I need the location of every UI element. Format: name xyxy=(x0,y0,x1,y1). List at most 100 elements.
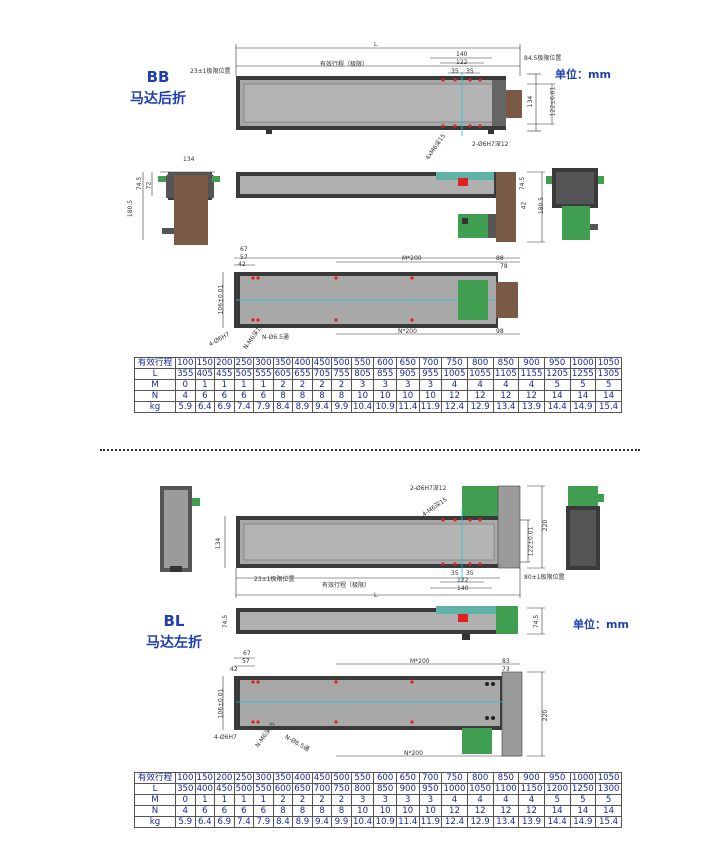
table-cell: 2 xyxy=(292,379,313,391)
table-row-header: N xyxy=(134,805,176,817)
bb-dim-74-end: 74.5 xyxy=(136,176,144,191)
table-cell: 14 xyxy=(569,390,597,402)
table-cell: 350 xyxy=(272,772,294,784)
table-cell: 11.9 xyxy=(418,816,443,828)
table-cell: 405 xyxy=(194,368,216,380)
table-cell: 750 xyxy=(441,357,468,369)
table-cell: 755 xyxy=(331,368,352,380)
table-cell: 7.4 xyxy=(233,401,255,413)
bl-dim-stroke: 有效行程（极限） xyxy=(322,582,371,589)
table-cell: 1 xyxy=(214,379,235,391)
table-cell: 1055 xyxy=(466,368,494,380)
bb-dim-122: 122 xyxy=(456,59,468,66)
bb-dim-134: 134 xyxy=(527,95,535,108)
table-cell: 12 xyxy=(492,390,520,402)
table-cell: 655 xyxy=(292,368,313,380)
bl-dim-pin: 2-Ø6H7深12 xyxy=(410,485,447,492)
table-cell: 4 xyxy=(492,794,520,806)
table-cell: 7.9 xyxy=(253,816,274,828)
table-cell: 1205 xyxy=(543,368,571,380)
table-cell: 100 xyxy=(175,772,196,784)
table-cell: 150 xyxy=(194,772,216,784)
bb-dim-right-home: 84.5极限位置 xyxy=(524,55,562,62)
table-cell: 1 xyxy=(194,379,216,391)
table-cell: 4 xyxy=(175,805,196,817)
table-cell: 800 xyxy=(350,783,375,795)
table-cell: 10 xyxy=(350,805,375,817)
table-cell: 600 xyxy=(373,357,397,369)
bb-dim-140: 140 xyxy=(456,51,468,58)
table-cell: 6 xyxy=(194,390,216,402)
table-cell: 850 xyxy=(373,783,397,795)
table-cell: 800 xyxy=(466,772,494,784)
table-cell: 500 xyxy=(233,783,255,795)
table-row-header: N xyxy=(134,390,176,402)
table-cell: 4 xyxy=(518,379,545,391)
table-cell: 15.4 xyxy=(595,401,622,413)
table-cell: 400 xyxy=(292,357,313,369)
table-cell: 200 xyxy=(214,772,235,784)
table-cell: 6.9 xyxy=(214,816,235,828)
table-cell: 2 xyxy=(272,794,294,806)
table-cell: 1050 xyxy=(466,783,494,795)
bl-top-view xyxy=(224,485,545,598)
table-cell: 250 xyxy=(233,772,255,784)
table-cell: 1 xyxy=(194,794,216,806)
table-cell: 12.4 xyxy=(441,816,468,828)
bl-dim-L: L xyxy=(374,592,378,599)
table-cell: 905 xyxy=(395,368,420,380)
table-cell: 14 xyxy=(543,805,571,817)
table-cell: 12.9 xyxy=(466,401,494,413)
bb-dim-holeN: N-Ø6.5通 xyxy=(262,334,289,341)
table-cell: 14 xyxy=(595,805,622,817)
table-cell: 4 xyxy=(492,379,520,391)
table-cell: 1050 xyxy=(595,772,622,784)
table-cell: 2 xyxy=(331,794,352,806)
table-cell: 8.4 xyxy=(272,816,294,828)
table-cell: 13.9 xyxy=(518,816,545,828)
table-cell: 550 xyxy=(350,772,375,784)
table-cell: 455 xyxy=(214,368,235,380)
table-cell: 1 xyxy=(253,379,274,391)
table-cell: 7.9 xyxy=(253,401,274,413)
table-cell: 1105 xyxy=(492,368,520,380)
bl-left-end-view xyxy=(160,486,200,572)
table-row-header: L xyxy=(134,783,176,795)
table-cell: 10 xyxy=(350,390,375,402)
table-cell: 14 xyxy=(543,390,571,402)
bb-dim-67: 67 xyxy=(240,246,248,253)
table-cell: 9.4 xyxy=(311,401,333,413)
bb-dim-134-end: 134 xyxy=(183,156,195,163)
table-cell: 2 xyxy=(311,379,333,391)
table-cell: 955 xyxy=(418,368,443,380)
bl-unit-label: 单位：mm xyxy=(573,618,629,631)
table-cell: 555 xyxy=(253,368,274,380)
bb-dim-pin: 2-Ø6H7深12 xyxy=(472,141,509,148)
table-cell: 5 xyxy=(569,794,597,806)
bl-dim-right-home: 80±1极限位置 xyxy=(524,574,565,581)
bl-dim-106: 106±0.01 xyxy=(217,688,225,719)
table-cell: 505 xyxy=(233,368,255,380)
bl-right-end-view xyxy=(566,486,604,570)
bl-dim-42: 42 xyxy=(230,666,238,673)
bb-side-view xyxy=(236,171,545,243)
table-cell: 4 xyxy=(175,390,196,402)
table-cell: 950 xyxy=(418,783,443,795)
bb-dim-stroke: 有效行程（极限） xyxy=(320,61,369,68)
table-cell: 10.4 xyxy=(350,401,375,413)
table-cell: 700 xyxy=(418,357,443,369)
table-cell: 9.4 xyxy=(311,816,333,828)
table-cell: 1050 xyxy=(595,357,622,369)
table-cell: 8 xyxy=(292,390,313,402)
bb-dim-m200: M*200 xyxy=(402,255,422,262)
bb-right-end-view xyxy=(546,168,604,240)
table-cell: 3 xyxy=(418,379,443,391)
table-cell: 4 xyxy=(466,379,494,391)
table-cell: 5.9 xyxy=(175,401,196,413)
table-cell: 9.9 xyxy=(331,816,352,828)
table-cell: 9.9 xyxy=(331,401,352,413)
